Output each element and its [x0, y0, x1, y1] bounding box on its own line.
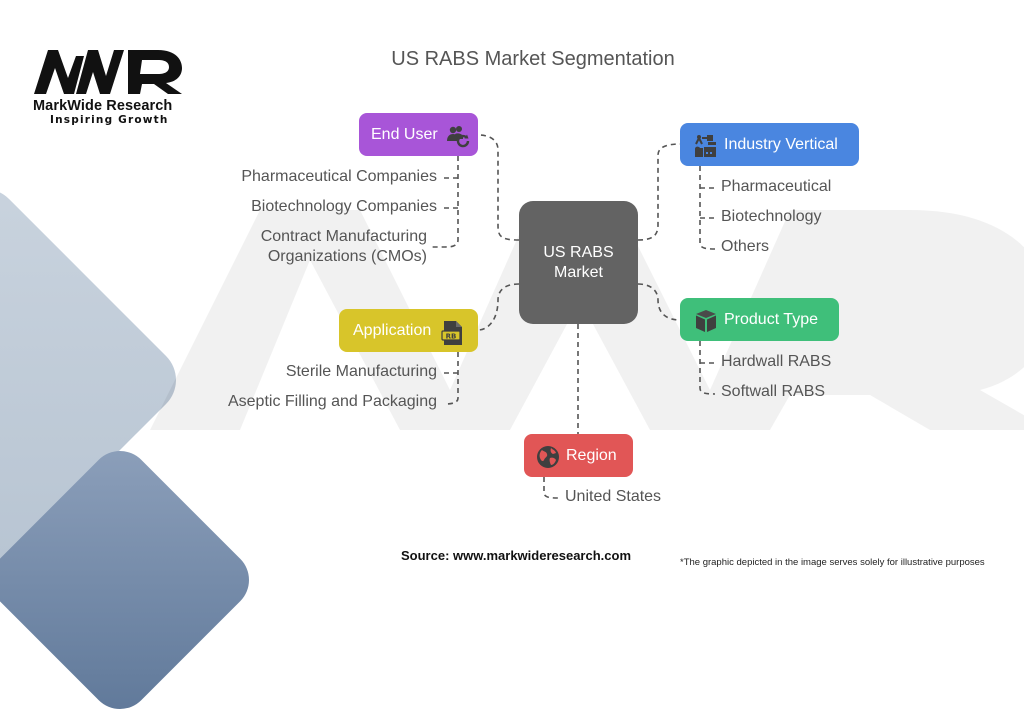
users-refresh-icon — [446, 124, 469, 147]
source-credit: Source: www.markwideresearch.com — [401, 548, 632, 563]
diagram-title: US RABS Market Segmentation — [391, 48, 675, 70]
connector-product — [637, 283, 681, 321]
end-user-item: Organizations (CMOs) — [267, 248, 427, 265]
industry-robot-icon — [694, 134, 716, 157]
industry-vertical-item: Others — [721, 238, 770, 255]
company-logo: MarkWide Research Inspiring Growth — [30, 46, 190, 126]
connector-region-leaves — [543, 477, 559, 499]
segment-node-industry-vertical: Industry Vertical — [680, 123, 859, 166]
segment-node-product-type: Product Type — [680, 298, 839, 341]
connector-end-user-leaves — [430, 156, 459, 248]
product-type-item: Softwall RABS — [721, 383, 826, 400]
center-node-line2: Market — [554, 263, 603, 281]
region-item: United States — [565, 488, 662, 505]
logo-tagline: Inspiring Growth — [50, 114, 169, 126]
center-node-line1: US RABS — [543, 243, 614, 261]
mwr-logo-mark — [34, 50, 182, 94]
segment-label: Product Type — [724, 310, 818, 328]
segment-node-region: Region — [524, 434, 633, 477]
segment-label: Region — [566, 446, 617, 464]
segment-node-end-user: End User — [359, 113, 478, 156]
connector-industry-leaves — [699, 166, 716, 250]
industry-vertical-item: Pharmaceutical — [721, 178, 832, 195]
segment-label: Industry Vertical — [724, 135, 838, 153]
application-item: Sterile Manufacturing — [285, 363, 437, 380]
connector-industry — [637, 143, 681, 241]
product-type-item: Hardwall RABS — [721, 353, 832, 370]
logo-company-name: MarkWide Research — [33, 98, 173, 114]
end-user-item: Pharmaceutical Companies — [241, 168, 437, 185]
box-icon — [694, 309, 716, 332]
application-item: Aseptic Filling and Packaging — [227, 393, 437, 410]
connector-lines — [430, 134, 716, 499]
segment-label: End User — [371, 125, 438, 143]
industry-vertical-item: Biotechnology — [721, 208, 822, 225]
disclaimer-note: *The graphic depicted in the image serve… — [680, 557, 985, 568]
connector-application-leaves — [443, 352, 459, 405]
watermark-logo — [150, 210, 1024, 430]
file-rb-icon: RB — [441, 320, 463, 345]
end-user-item: Biotechnology Companies — [251, 198, 437, 215]
end-user-item: Contract Manufacturing — [260, 228, 427, 245]
segment-node-application: Application RB — [339, 309, 478, 352]
globe-icon — [536, 445, 559, 468]
svg-text:RB: RB — [446, 332, 457, 340]
center-node-us-rabs-market: US RABS Market — [519, 201, 638, 324]
connector-product-leaves — [699, 341, 716, 395]
segment-label: Application — [353, 321, 432, 339]
connector-end-user — [477, 134, 520, 241]
connector-application — [477, 283, 520, 331]
